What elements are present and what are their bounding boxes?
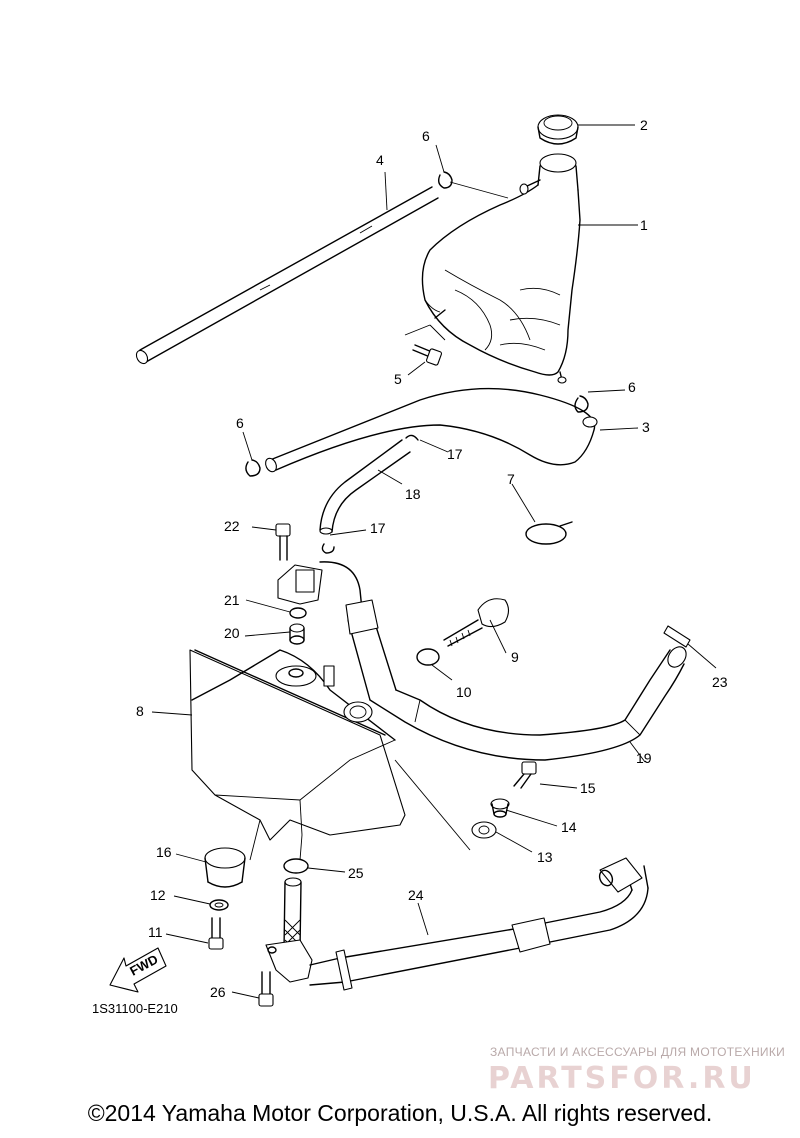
part-oil-tank-8 — [189, 649, 406, 861]
part-clip-left — [245, 459, 261, 477]
callout-6-left: 6 — [236, 415, 244, 431]
callout-4: 4 — [376, 152, 384, 168]
callout-14: 14 — [561, 819, 577, 835]
part-clip-17-lower — [321, 543, 335, 554]
part-clamp — [525, 521, 573, 545]
callout-23: 23 — [712, 674, 728, 690]
part-bolt-11 — [208, 917, 224, 950]
part-damper-13 — [471, 821, 497, 839]
callout-1: 1 — [640, 217, 648, 233]
part-bolt-26 — [258, 971, 274, 1007]
callout-19: 19 — [636, 750, 652, 766]
part-oring-10 — [416, 648, 440, 666]
part-bolt-22 — [275, 523, 291, 561]
callout-22: 22 — [224, 518, 240, 534]
part-oring-25 — [283, 858, 309, 874]
part-clamp-23 — [663, 625, 691, 648]
callout-17-lower: 17 — [370, 520, 386, 536]
callout-5: 5 — [394, 371, 402, 387]
part-bolt-15 — [513, 761, 537, 789]
part-washer-12 — [209, 899, 229, 911]
callout-15: 15 — [580, 780, 596, 796]
callout-17-upper: 17 — [447, 446, 463, 462]
part-breather-hose — [135, 186, 439, 365]
callout-3: 3 — [642, 419, 650, 435]
callout-20: 20 — [224, 625, 240, 641]
callouts: 2 1 4 6 5 6 3 6 17 18 7 22 17 21 20 9 23… — [136, 117, 728, 1000]
callout-18: 18 — [405, 486, 421, 502]
callout-6-right: 6 — [628, 379, 636, 395]
part-grommet-14 — [490, 798, 510, 818]
callout-12: 12 — [150, 887, 166, 903]
part-cap — [537, 114, 579, 145]
callout-10: 10 — [456, 684, 472, 700]
callout-13: 13 — [537, 849, 553, 865]
callout-26: 26 — [210, 984, 226, 1000]
part-rubber-16 — [204, 847, 246, 888]
part-dipstick-cap-9 — [443, 598, 510, 647]
diagram-code: 1S31100-E210 — [92, 1001, 178, 1016]
part-curved-hose — [265, 387, 598, 473]
part-bracket — [277, 564, 323, 605]
part-strainer — [265, 877, 313, 983]
callout-8: 8 — [136, 703, 144, 719]
callout-9: 9 — [511, 649, 519, 665]
copyright-notice: ©2014 Yamaha Motor Corporation, U.S.A. A… — [87, 1100, 713, 1126]
watermark-tagline: ЗАПЧАСТИ И АКСЕССУАРЫ ДЛЯ МОТОТЕХНИКИ — [490, 1045, 785, 1059]
part-filler-hose-19 — [319, 561, 687, 761]
callout-21: 21 — [224, 592, 240, 608]
callout-7: 7 — [507, 471, 515, 487]
watermark: ЗАПЧАСТИ И АКСЕССУАРЫ ДЛЯ МОТОТЕХНИКИ PA… — [488, 1045, 785, 1096]
part-reservoir-tank — [421, 153, 581, 384]
watermark-brand: PARTSFOR.RU — [488, 1061, 756, 1096]
part-washer-21 — [289, 607, 307, 619]
callout-6-top: 6 — [422, 128, 430, 144]
part-clip-right — [574, 395, 589, 413]
fwd-arrow: FWD — [109, 947, 167, 993]
part-collar-20 — [289, 623, 305, 645]
leader-lines — [151, 124, 717, 999]
callout-25: 25 — [348, 865, 364, 881]
callout-11: 11 — [148, 924, 163, 940]
callout-16: 16 — [156, 844, 172, 860]
part-clip-top — [437, 171, 453, 189]
callout-24: 24 — [408, 887, 424, 903]
part-hose-18 — [319, 434, 419, 535]
part-bolt-5 — [412, 344, 443, 366]
callout-2: 2 — [640, 117, 648, 133]
part-oil-hose-24 — [309, 857, 649, 991]
